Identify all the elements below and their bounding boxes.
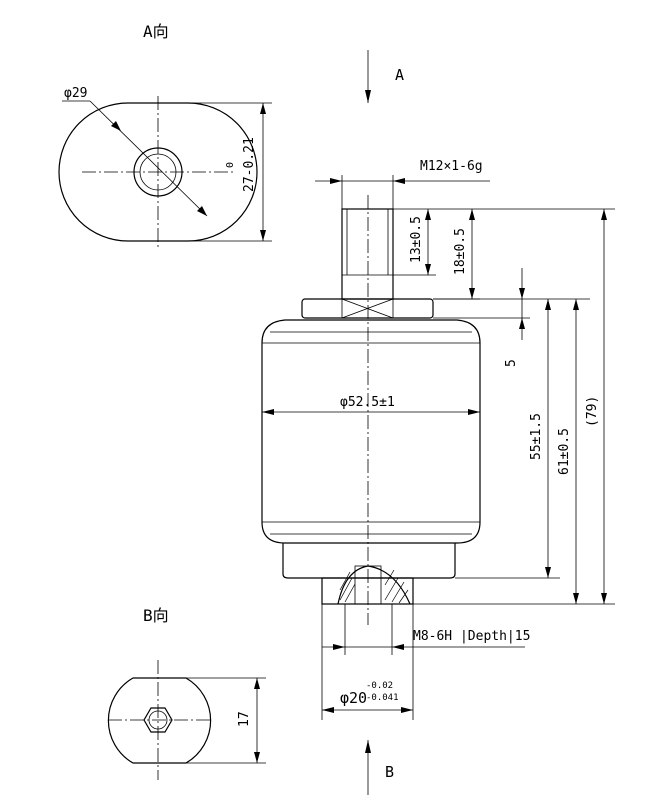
view-a-arrow-2 <box>197 206 207 216</box>
view-b-arrow-bottom <box>254 752 260 763</box>
bottom-diameter-tol-lower: -0.041 <box>366 693 399 703</box>
arrow-b-label: B <box>385 763 394 781</box>
h55-arrow-b <box>545 567 551 578</box>
height-61-label: 61±0.5 <box>557 428 572 475</box>
m8-arrow-l <box>333 644 345 650</box>
flange-thickness-label: 5 <box>504 359 519 367</box>
bottom-diameter-tol-upper: -0.02 <box>366 681 393 691</box>
height-55-label: 55±1.5 <box>529 413 544 460</box>
m12-arrow-r <box>393 178 405 184</box>
bottom-terminal <box>321 577 414 605</box>
view-a-flat-arrow-bottom <box>260 230 266 241</box>
view-b-outline <box>107 677 212 764</box>
flange-arrow-b <box>519 318 525 329</box>
flange-arrow-t <box>519 288 525 299</box>
stud-length-label: 18±0.5 <box>453 228 468 275</box>
view-a-flat-label: 27-0.21 <box>242 137 257 192</box>
view-b-flat-label: 17 <box>237 711 252 727</box>
view-b-arrow-top <box>254 678 260 689</box>
flange <box>301 298 434 319</box>
view-a-flat-arrow-top <box>260 103 266 114</box>
view-a-flat-tol-upper: 0 <box>225 162 236 168</box>
stud-len-arrow-t <box>469 209 475 220</box>
view-a-title: A向 <box>143 22 169 41</box>
terminal-hatch <box>339 569 409 604</box>
top-stud <box>341 208 394 300</box>
stud-len-arrow-b <box>469 288 475 299</box>
view-b: B向 17 <box>107 606 266 780</box>
view-a: A向 φ29 0 27-0.21 <box>58 22 272 248</box>
bottom-diameter-label: φ20 <box>340 689 367 707</box>
flange-cross-2 <box>341 298 394 319</box>
terminal-hole <box>354 565 382 605</box>
total-height-label: (79) <box>585 396 600 427</box>
h61-arrow-b <box>573 593 579 604</box>
top-thread-label: M12×1-6g <box>420 159 483 174</box>
body-diameter-label: φ52.5±1 <box>340 395 395 410</box>
main-view: M12×1-6g 13±0.5 18±0.5 5 φ52.5±1 55±1.5 <box>261 159 615 720</box>
body-outline <box>261 319 481 544</box>
h79-arrow-b <box>601 593 607 604</box>
arrow-a-label: A <box>395 66 404 84</box>
m8-arrow-r <box>392 644 404 650</box>
direction-arrow-a: A <box>365 50 404 103</box>
thread-len-arrow-b <box>425 264 431 275</box>
h79-arrow-t <box>601 209 607 220</box>
d20-arrow-r <box>401 707 413 713</box>
body-dia-arrow-r <box>468 409 480 415</box>
h55-arrow-t <box>545 299 551 310</box>
bottom-step <box>282 543 456 579</box>
bottom-thread-label: M8-6H |Depth|15 <box>413 629 530 644</box>
m12-arrow-l <box>330 178 342 184</box>
thread-len-arrow-t <box>425 209 431 220</box>
view-a-diameter-label: φ29 <box>64 86 87 101</box>
thread-length-label: 13±0.5 <box>409 216 424 263</box>
view-a-diameter-line <box>89 100 208 217</box>
view-b-title: B向 <box>143 606 169 625</box>
terminal-dome <box>337 565 411 605</box>
body-dia-arrow-l <box>262 409 274 415</box>
view-a-arrow-1 <box>111 121 121 131</box>
h61-arrow-t <box>573 299 579 310</box>
direction-arrow-b: B <box>365 740 394 795</box>
d20-arrow-l <box>322 707 334 713</box>
